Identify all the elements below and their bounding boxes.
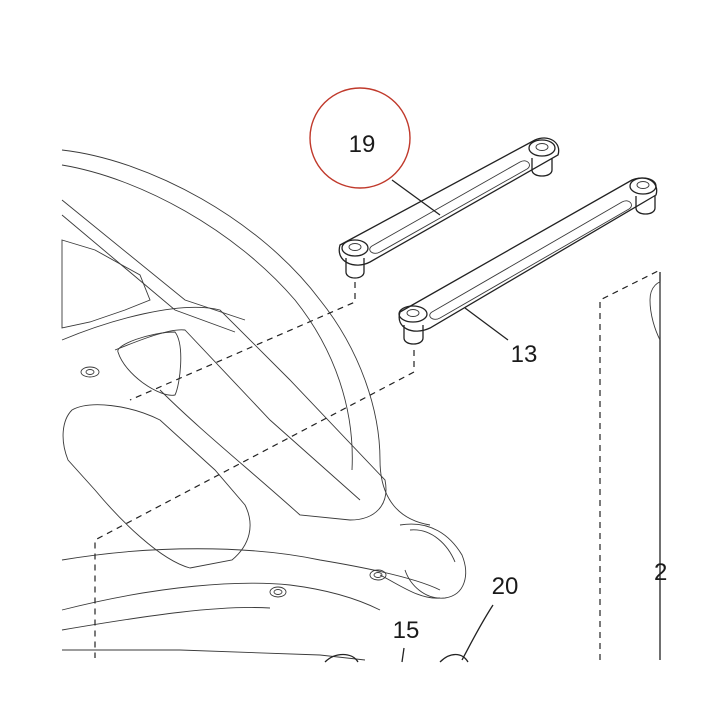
housing-body (61, 149, 469, 663)
highlight-circle (309, 87, 411, 189)
mesh-grille-upper (61, 239, 151, 329)
callout-20: 20 (492, 573, 519, 600)
adjacent-assembly-outline: 2 (599, 269, 667, 660)
callout-15: 15 (393, 617, 420, 644)
svg-text:2: 2 (654, 559, 667, 586)
assembly-dashed-lines (94, 282, 415, 658)
leader-lines (391, 179, 509, 663)
callout-19: 19 (349, 131, 376, 158)
callout-13: 13 (511, 341, 538, 368)
link-bar-13 (398, 177, 658, 345)
link-bar-19 (338, 137, 560, 279)
mesh-grille-lower (62, 404, 251, 569)
